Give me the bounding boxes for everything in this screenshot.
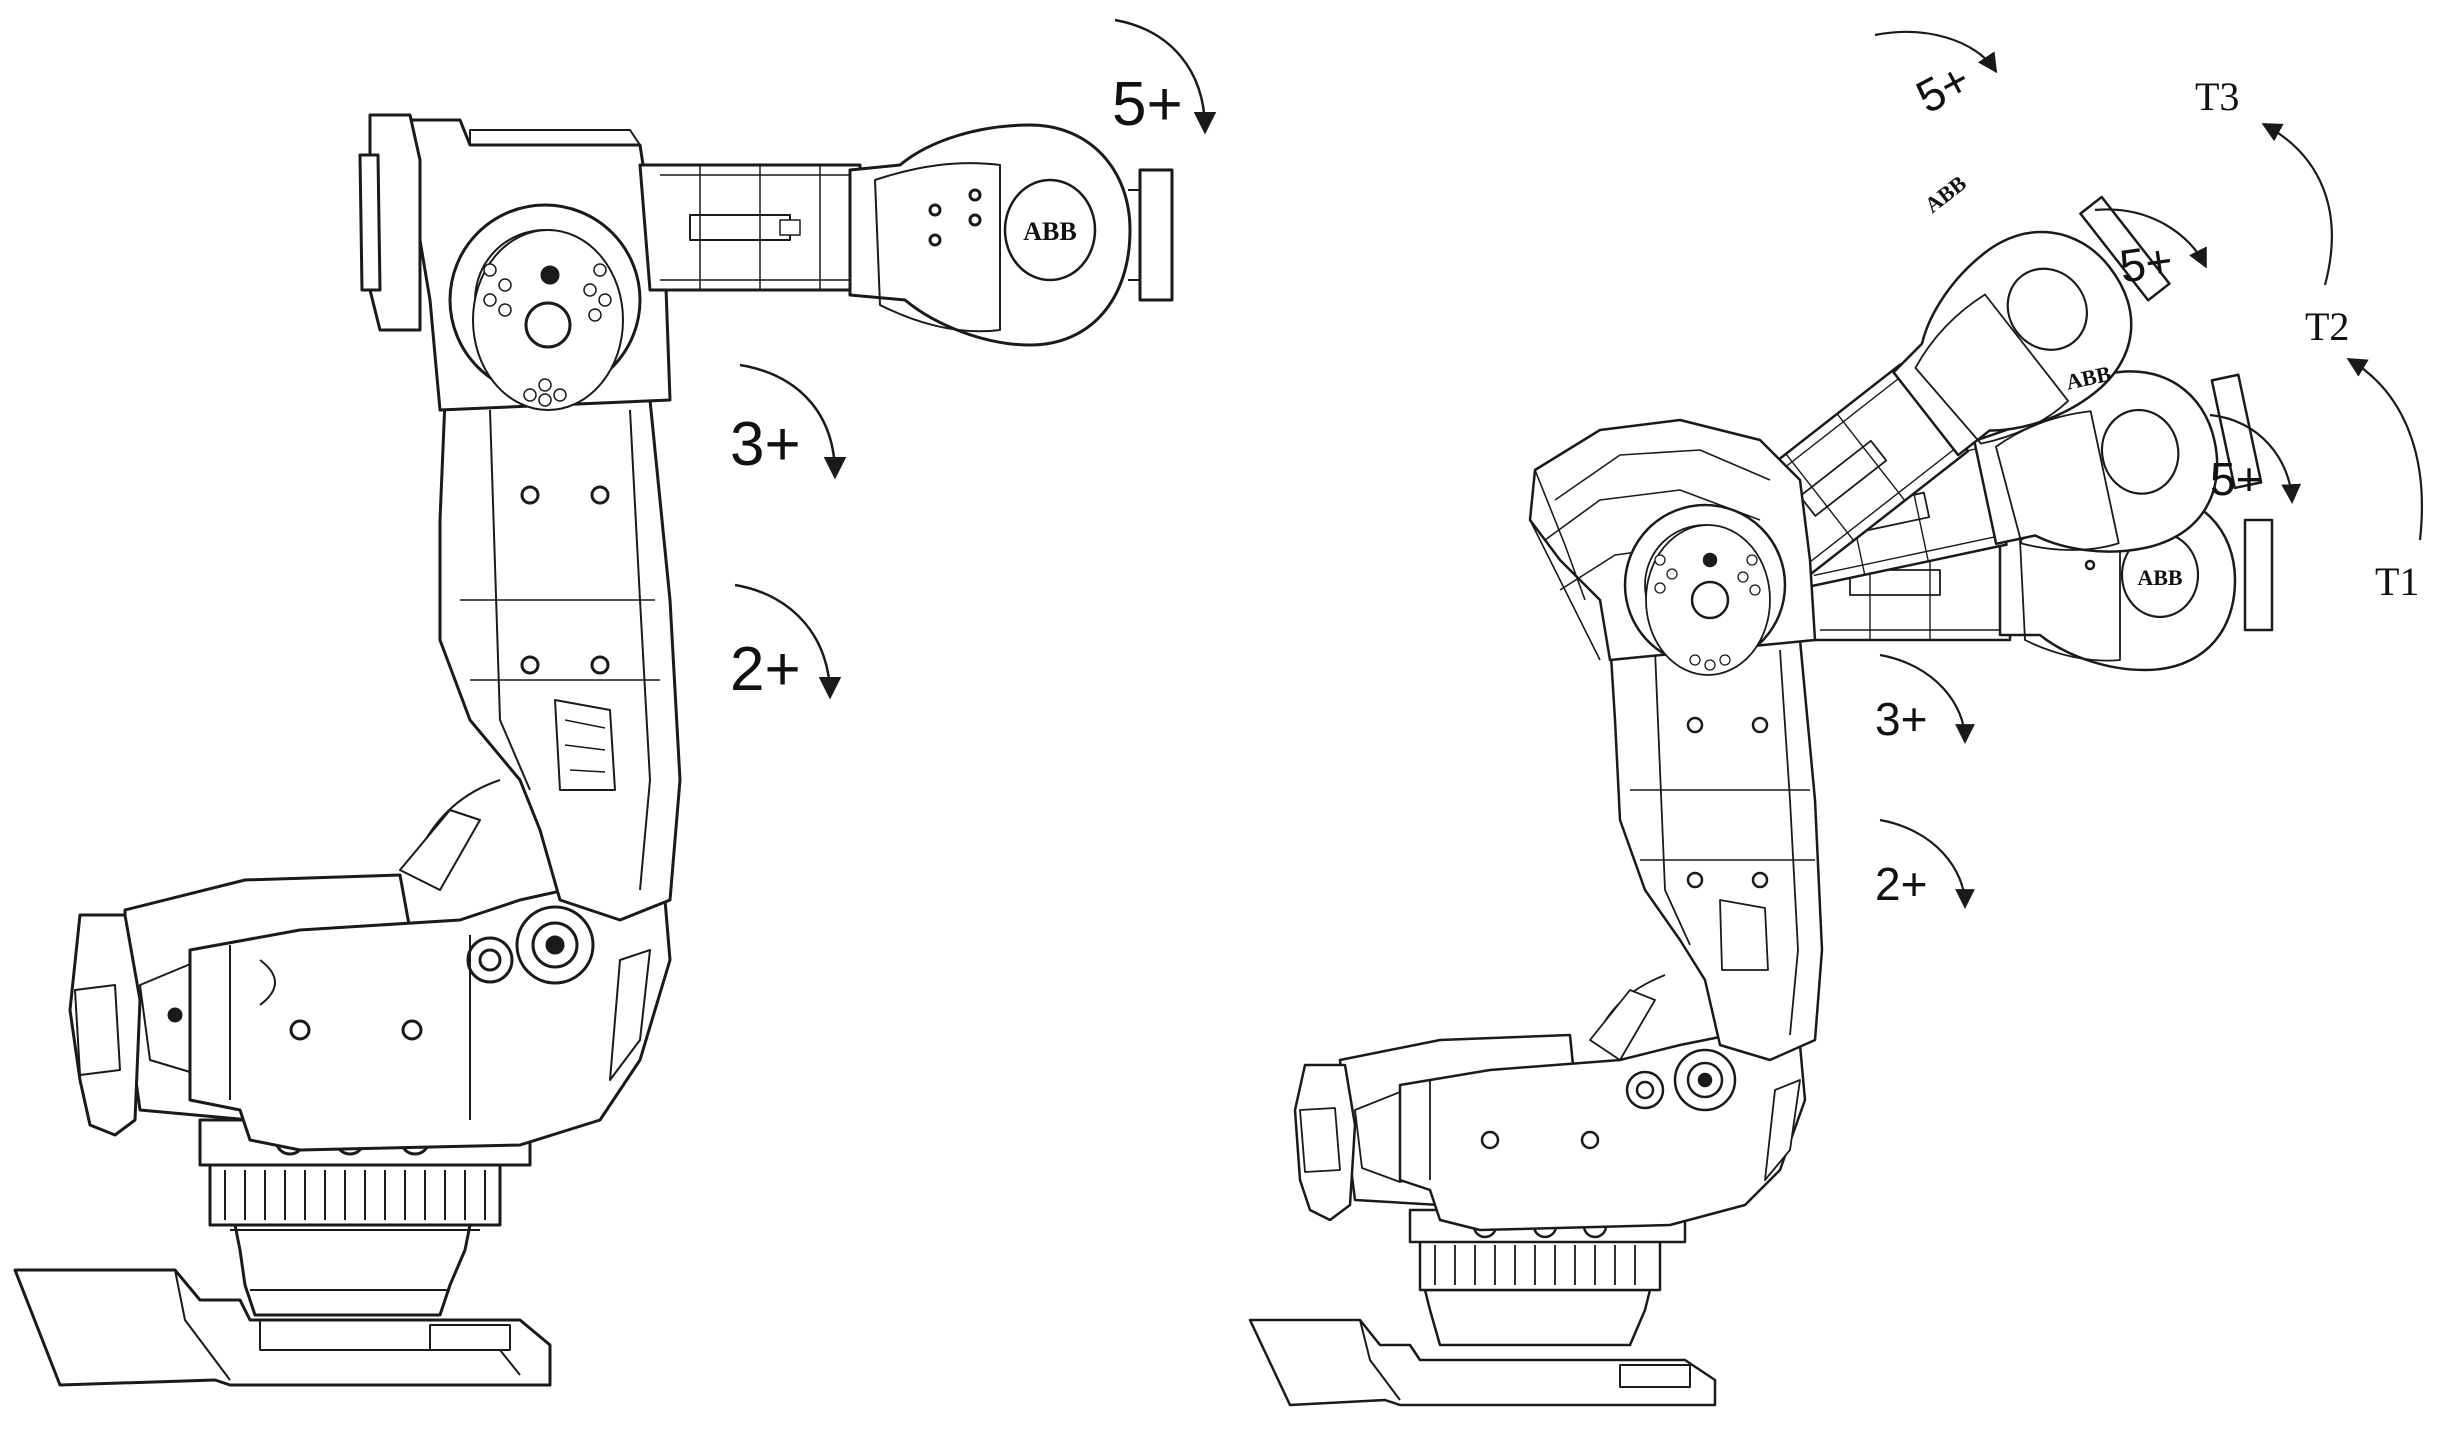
- left-a2-label: 2+: [730, 635, 801, 704]
- t1-to-t2-arrow: [2346, 357, 2424, 541]
- left-upper-arm-housing: [358, 113, 672, 412]
- right-a2-arrow: [1879, 818, 1975, 909]
- left-abb-logo: ABB: [1023, 217, 1076, 246]
- left-a2-arrow: [734, 583, 842, 700]
- left-a5-label: 5+: [1112, 70, 1183, 139]
- right-a5-top-arrow: [1874, 30, 1998, 74]
- right-a5-mid-label: 5+: [2116, 234, 2175, 293]
- right-lower-arm: [1589, 638, 1824, 1062]
- left-a3-label: 3+: [730, 410, 801, 479]
- left-lower-arm: [399, 398, 682, 922]
- left-forearm: [638, 163, 862, 292]
- right-a5-low-label: 5+: [2210, 453, 2262, 505]
- right-a5-top-label: 5+: [1908, 53, 1979, 124]
- right-abb-logo-t1: ABB: [2137, 565, 2183, 590]
- left-a5-arrow: [1114, 18, 1217, 135]
- right-axis-arrows: [1874, 30, 2424, 909]
- right-abb-logo-t3: ABB: [1920, 170, 1971, 218]
- tool-label-t3: T3: [2195, 74, 2239, 119]
- tool-label-t2: T2: [2305, 304, 2349, 349]
- tool-label-t1: T1: [2375, 559, 2419, 604]
- right-upper-arm-housing: [1528, 418, 1817, 676]
- right-base-plate: [1248, 1318, 1717, 1407]
- right-lower-frame: [1398, 1028, 1807, 1232]
- right-robot: [1248, 195, 2274, 1407]
- left-a3-arrow: [739, 363, 847, 480]
- right-abb-logos: ABB ABB ABB: [1920, 170, 2183, 590]
- left-wrist: [848, 123, 1174, 347]
- right-a3-arrow: [1879, 653, 1975, 744]
- right-turntable: [1408, 1208, 1687, 1347]
- right-a5-mid-arrow: [2094, 208, 2207, 269]
- right-a2-label: 2+: [1875, 858, 1927, 910]
- right-a5-low-arrow: [2209, 413, 2302, 504]
- left-base-plate: [13, 1268, 552, 1387]
- right-a3-label: 3+: [1875, 693, 1927, 745]
- left-robot: [13, 113, 1174, 1387]
- left-axis-arrows: [734, 18, 1217, 700]
- left-lower-frame: [188, 878, 672, 1152]
- t2-to-t3-arrow: [2261, 123, 2333, 286]
